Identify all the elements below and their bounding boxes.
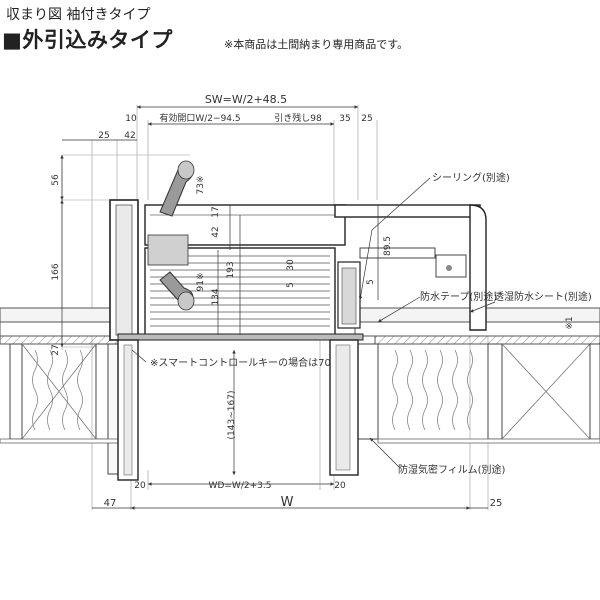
page-title: ■外引込みタイプ [2, 28, 173, 52]
page-subtitle: 収まり図 袖付きタイプ [6, 7, 151, 23]
dim-42-mid: 42 [211, 226, 221, 237]
dim-note-1: ※1 [565, 316, 575, 329]
dim-42-top: 42 [124, 131, 135, 141]
label-vapor-film: 防湿気密フィルム(別途) [398, 463, 506, 476]
leader-lines [131, 177, 496, 469]
dim-134: 134 [211, 288, 221, 305]
dim-25-top: 25 [361, 114, 372, 124]
dim-17: 17 [211, 206, 221, 217]
dim-5-right: 5 [366, 279, 376, 285]
dim-hikinokoshi: 引き残し98 [274, 112, 322, 124]
dim-30: 30 [286, 259, 296, 271]
label-breathable-sheet: 透湿防水シート(別途) [494, 290, 592, 303]
dim-5-inner: 5 [286, 282, 296, 288]
dim-27: 27 [51, 344, 61, 355]
label-smart-key: ※スマートコントロールキーの場合は70 [150, 356, 331, 369]
dim-89-5: 89.5 [383, 236, 393, 256]
dimension-lines [60, 105, 488, 510]
dim-opening: 有効開口W/2−94.5 [159, 112, 240, 124]
dim-20-right: 20 [334, 481, 346, 491]
dim-sw: SW=W/2+48.5 [205, 93, 287, 106]
dim-range: (143∼167) [227, 391, 237, 440]
dim-193: 193 [226, 261, 236, 278]
label-waterproof-tape: 防水テープ(別途) [420, 290, 497, 303]
dim-25-bottom: 25 [490, 498, 503, 509]
right-wall [329, 307, 600, 471]
dim-10: 10 [125, 114, 137, 124]
dim-wd: WD=W/2+3.5 [209, 481, 272, 491]
dim-35: 35 [339, 114, 350, 124]
dim-56: 56 [51, 174, 61, 186]
label-sealing: シーリング(別途) [432, 171, 510, 184]
dim-166: 166 [51, 263, 61, 280]
dim-w: W [281, 495, 294, 510]
header: 収まり図 袖付きタイプ ■外引込みタイプ ※本商品は土間納まり専用商品です。 [0, 0, 600, 60]
dim-25-left: 25 [98, 131, 109, 141]
dim-91: 91※ [196, 273, 206, 292]
dim-73: 73※ [196, 176, 206, 195]
dim-47: 47 [104, 498, 117, 509]
dim-20-left: 20 [134, 481, 146, 491]
product-note: ※本商品は土間納まり専用商品です。 [224, 38, 409, 51]
